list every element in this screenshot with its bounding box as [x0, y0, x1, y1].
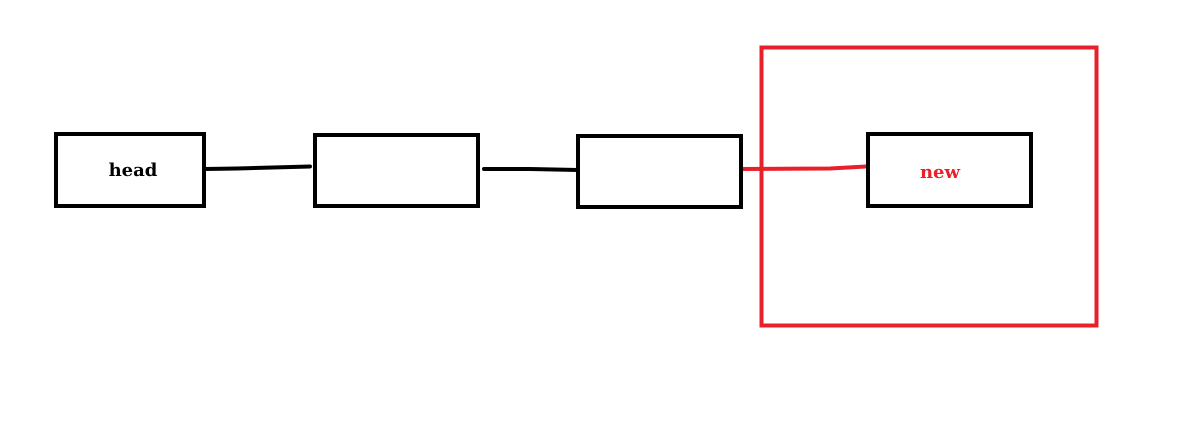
new-node-label: new	[920, 162, 961, 183]
list-node-head	[54, 132, 206, 208]
list-node-3	[576, 134, 743, 209]
link-head-to-node2	[203, 164, 312, 171]
link-node2-to-node3	[482, 167, 580, 172]
list-node-new	[866, 132, 1033, 208]
list-node-2	[313, 133, 480, 208]
head-node-label: head	[109, 160, 158, 181]
new-node-highlight-frame	[759, 45, 1099, 328]
link-node3-to-new	[740, 164, 868, 171]
